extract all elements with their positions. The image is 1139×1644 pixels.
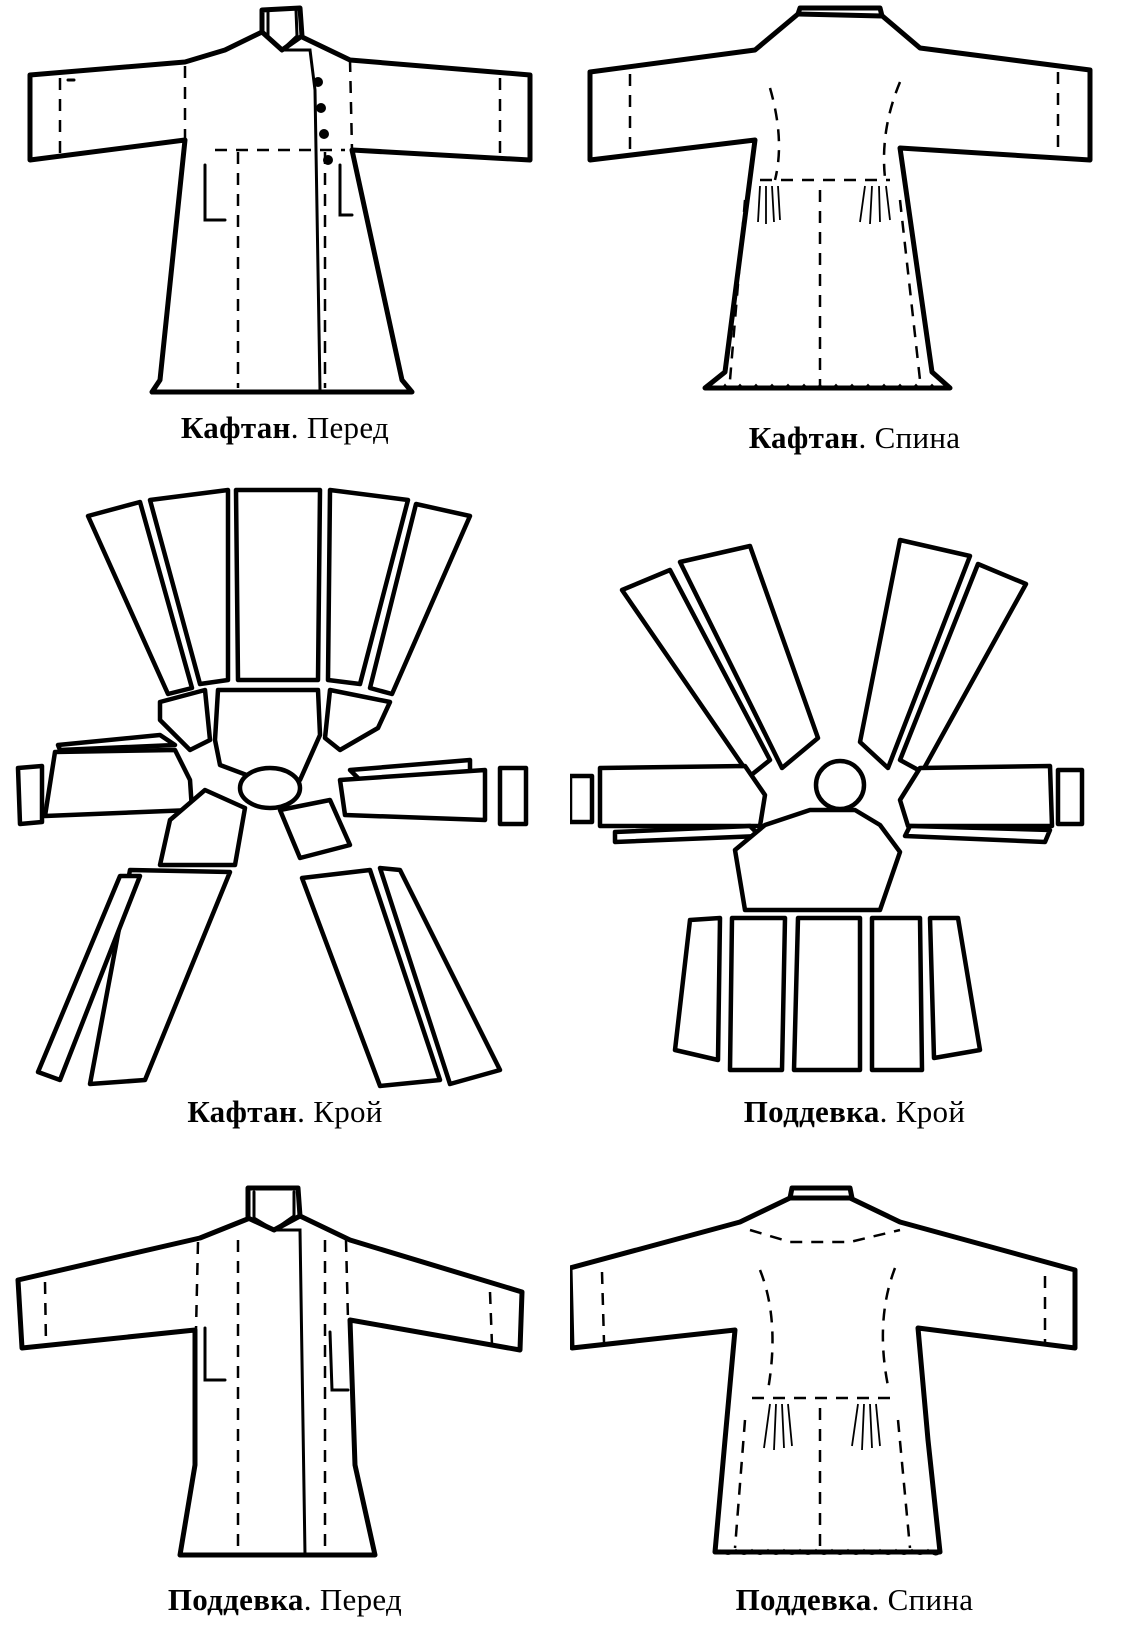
caption-sep: . bbox=[303, 1582, 320, 1617]
caption-poddevka-cut: Поддевка. Крой bbox=[570, 1094, 1139, 1130]
poddevka-cut-drawing bbox=[570, 537, 1085, 1073]
caption-title: Кафтан bbox=[748, 420, 859, 455]
figure-poddevka-back: Поддевка. Спина bbox=[570, 1180, 1139, 1644]
figure-kaftan-cut: Кафтан. Крой bbox=[0, 480, 570, 1180]
caption-kaftan-front: Кафтан. Перед bbox=[0, 410, 570, 446]
kaftan-front-drawing bbox=[27, 5, 533, 395]
caption-subtitle: Перед bbox=[319, 1582, 403, 1617]
poddevka-back-drawing bbox=[570, 1185, 1078, 1556]
caption-sep: . bbox=[858, 420, 875, 455]
figure-kaftan-front: Кафтан. Перед bbox=[0, 0, 570, 470]
figure-kaftan-back: Кафтан. Спина bbox=[570, 0, 1139, 470]
caption-kaftan-back: Кафтан. Спина bbox=[570, 420, 1139, 456]
caption-subtitle: Крой bbox=[895, 1094, 966, 1129]
figure-poddevka-front: Поддевка. Перед bbox=[0, 1180, 570, 1644]
caption-subtitle: Перед bbox=[306, 410, 390, 445]
caption-title: Поддевка bbox=[743, 1094, 880, 1129]
caption-title: Поддевка bbox=[167, 1582, 304, 1617]
caption-sep: . bbox=[879, 1094, 896, 1129]
poddevka-front-drawing bbox=[15, 1185, 525, 1558]
kaftan-cut-drawing bbox=[15, 487, 529, 1089]
caption-subtitle: Крой bbox=[313, 1094, 383, 1129]
figure-poddevka-cut: Поддевка. Крой bbox=[570, 480, 1139, 1180]
caption-subtitle: Спина bbox=[874, 420, 961, 455]
caption-subtitle: Спина bbox=[887, 1582, 974, 1617]
caption-kaftan-cut: Кафтан. Крой bbox=[0, 1094, 570, 1130]
caption-title: Кафтан bbox=[187, 1094, 298, 1129]
caption-poddevka-back: Поддевка. Спина bbox=[570, 1582, 1139, 1618]
caption-poddevka-front: Поддевка. Перед bbox=[0, 1582, 570, 1618]
caption-title: Поддевка bbox=[735, 1582, 872, 1617]
caption-sep: . bbox=[297, 1094, 314, 1129]
caption-title: Кафтан bbox=[180, 410, 291, 445]
caption-sep: . bbox=[290, 410, 307, 445]
caption-sep: . bbox=[871, 1582, 888, 1617]
kaftan-back-drawing bbox=[587, 5, 1093, 391]
